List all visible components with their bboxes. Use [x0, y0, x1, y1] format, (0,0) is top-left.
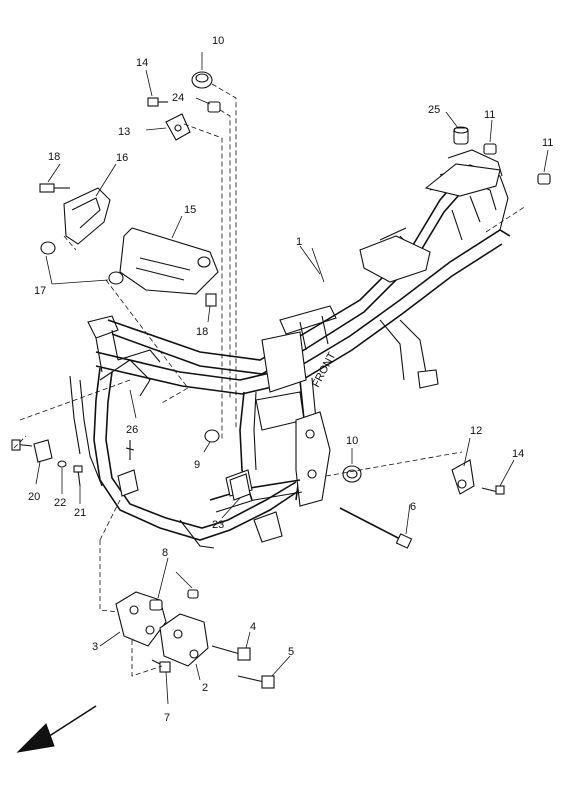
- part-18-bolt-upper: [39, 183, 70, 193]
- callout-label-13: 13: [118, 126, 130, 138]
- part-18-bolt-lower: [205, 293, 217, 307]
- callout-label-16: 16: [116, 152, 128, 164]
- part-21-bolt: [73, 465, 83, 487]
- callout-label-4: 4: [250, 621, 256, 633]
- callout-label-2: 2: [202, 682, 208, 694]
- callout-label-10b: 10: [346, 435, 358, 447]
- callout-label-9: 9: [194, 459, 200, 471]
- callout-label-24: 24: [172, 92, 184, 104]
- part-23-mount: [229, 473, 251, 501]
- dashed-alignment-lines: [13, 83, 527, 677]
- part-10-top-grommet: [191, 71, 213, 89]
- callout-label-14a: 14: [136, 57, 148, 69]
- part-13-bracket: [165, 113, 191, 141]
- part-12-bracket: [451, 459, 475, 495]
- callout-label-18b: 18: [196, 326, 208, 338]
- callout-labels: 1 2 3 4 5 6 7 8 9 10 10 11 11 12 13 14 1…: [28, 35, 553, 724]
- callout-label-22: 22: [54, 497, 66, 509]
- part-6-long-bolt: [339, 507, 413, 549]
- front-direction-arrow-icon: [16, 705, 97, 753]
- part-24-collar: [207, 101, 221, 113]
- part-22-washer: [57, 460, 67, 468]
- callout-label-6: 6: [410, 501, 416, 513]
- callout-label-12: 12: [470, 425, 482, 437]
- callout-label-18a: 18: [48, 151, 60, 163]
- callout-label-5: 5: [288, 646, 294, 658]
- part-8-nuts: [149, 589, 199, 611]
- part-5-bolt: [237, 675, 275, 689]
- callout-label-1: 1: [296, 236, 302, 248]
- part-16-side-cover: [63, 187, 111, 245]
- part-17-grommets: [40, 241, 124, 285]
- part-15-side-cover: [119, 227, 219, 295]
- main-frame: FRONT: [69, 149, 511, 549]
- callout-label-20: 20: [28, 491, 40, 503]
- callout-label-26: 26: [126, 424, 138, 436]
- callout-label-8: 8: [162, 547, 168, 559]
- part-14-bolt-top: [147, 97, 168, 107]
- callout-label-23: 23: [212, 519, 224, 531]
- callout-label-3: 3: [92, 641, 98, 653]
- part-10-right-grommet: [342, 465, 362, 483]
- callout-label-14b: 14: [512, 448, 524, 460]
- part-11-caps: [483, 143, 551, 185]
- part-14-bolt-right: [481, 485, 505, 495]
- callout-label-11b: 11: [542, 137, 553, 149]
- part-25-cap: [453, 126, 469, 145]
- callout-label-25: 25: [428, 104, 440, 116]
- callout-label-17: 17: [34, 285, 46, 297]
- callout-label-7: 7: [164, 712, 170, 724]
- part-9-grommet: [204, 429, 220, 443]
- callout-label-11a: 11: [484, 109, 495, 121]
- part-20-bracket: [11, 439, 53, 463]
- part-4-bolt: [211, 645, 251, 661]
- callout-label-10a: 10: [212, 35, 224, 47]
- callout-label-21: 21: [74, 507, 86, 519]
- part-2-engine-bracket: [159, 613, 209, 667]
- callout-label-15: 15: [184, 204, 196, 216]
- leader-lines: [35, 52, 549, 705]
- frame-marking-text: FRONT: [310, 350, 339, 389]
